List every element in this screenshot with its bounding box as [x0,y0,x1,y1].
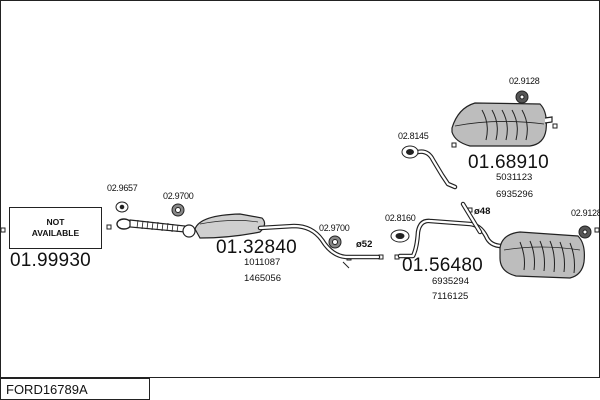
reference-number: 1465056 [244,273,281,284]
mount-symbol-02-9128-top [515,90,529,104]
reference-number: 5031123 [496,172,533,183]
rear-silencer [499,231,585,279]
marker [451,142,457,148]
not-available-line1: NOT [46,217,65,228]
fitting-label: 02.8145 [398,131,429,141]
reference-number: 6935296 [496,189,533,200]
marker [552,123,558,129]
mount-symbol-02-9700-a [171,203,185,217]
mount-symbol-02-9700-b [328,235,342,249]
reference-number: 6935294 [432,276,469,287]
part-number: 01.99930 [10,250,91,271]
part-number: 01.68910 [468,152,549,173]
fitting-label: 02.9128 [509,76,540,86]
part-number: 01.32840 [216,237,297,258]
marker [106,224,112,230]
fitting-label: 02.9700 [163,191,194,201]
mount-symbol-02-8145 [401,145,419,159]
mount-symbol-02-8160 [390,229,410,243]
reference-number: 7116125 [432,291,469,302]
diameter-label: ø52 [356,239,373,250]
diagram-code: FORD16789A [6,381,88,397]
upper-rear-silencer [451,102,553,147]
fitting-label: 02.9700 [319,223,350,233]
fitting-label: 02.9128 [571,208,600,218]
diameter-label: ø48 [474,206,491,217]
edge-mark-left [0,227,6,233]
part-number: 01.56480 [402,255,483,276]
fitting-label: 02.8160 [385,213,416,223]
edge-mark-right [594,227,600,233]
front-pipe-with-flex [116,218,196,238]
mount-symbol-02-9128-right [578,225,592,239]
diagram-code-box: FORD16789A [0,378,150,400]
mount-symbol-02-9657 [115,201,129,213]
intermediate-pipe [415,149,458,190]
reference-number: 1011087 [244,257,281,268]
not-available-line2: AVAILABLE [31,228,80,238]
fitting-label: 02.9657 [107,183,138,193]
front-silencer [194,213,266,239]
not-available-box: NOT AVAILABLE [9,207,102,249]
